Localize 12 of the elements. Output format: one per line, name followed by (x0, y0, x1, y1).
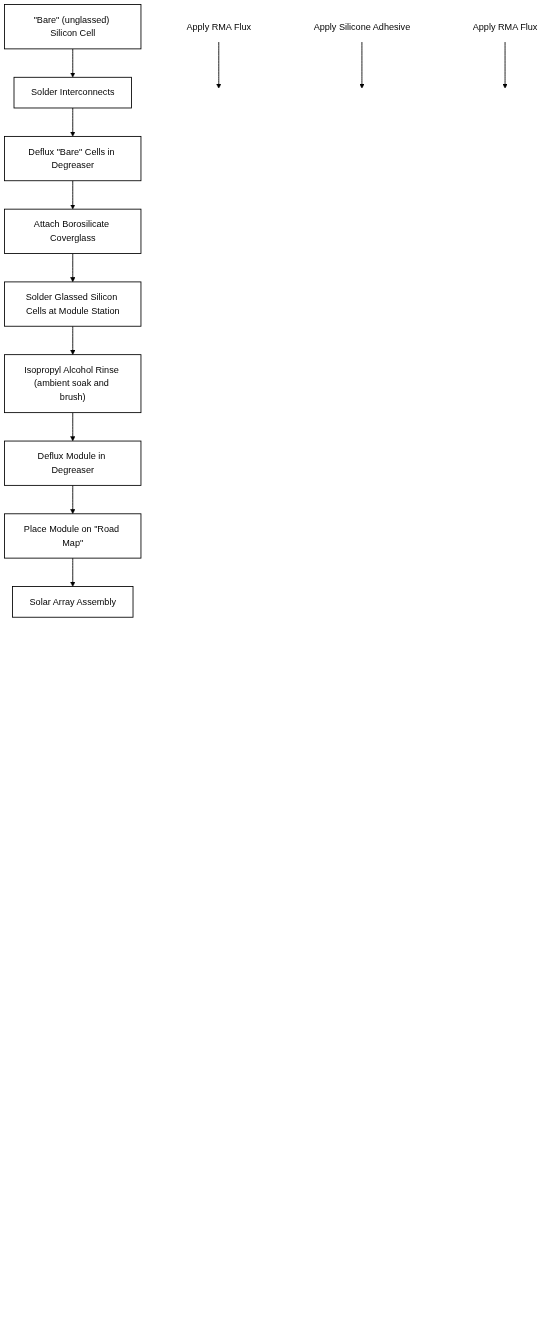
node-box: Solder Glassed Silicon Cells at Module Station (4, 281, 142, 327)
node-text: Apply RMA Flux (472, 21, 538, 32)
node-box: Deflux "Bare" Cells in Degreaser (4, 136, 142, 182)
node-box: Solar Array Assembly (12, 586, 134, 618)
node-box: Isopropyl Alcohol Rinse (ambient soak and brush) (4, 354, 142, 414)
node-text: Apply Silicone Adhesive (313, 21, 411, 32)
node-box: Deflux Module in Degreaser (4, 440, 142, 486)
node-box: Place Module on "Road Map" (4, 513, 142, 559)
node-text: Apply RMA Flux (186, 21, 252, 32)
node-box: "Bare" (unglassed) Silicon Cell (4, 4, 142, 50)
node-box: Attach Borosilicate Coverglass (4, 208, 142, 254)
node-box: Solder Interconnects (13, 76, 132, 109)
